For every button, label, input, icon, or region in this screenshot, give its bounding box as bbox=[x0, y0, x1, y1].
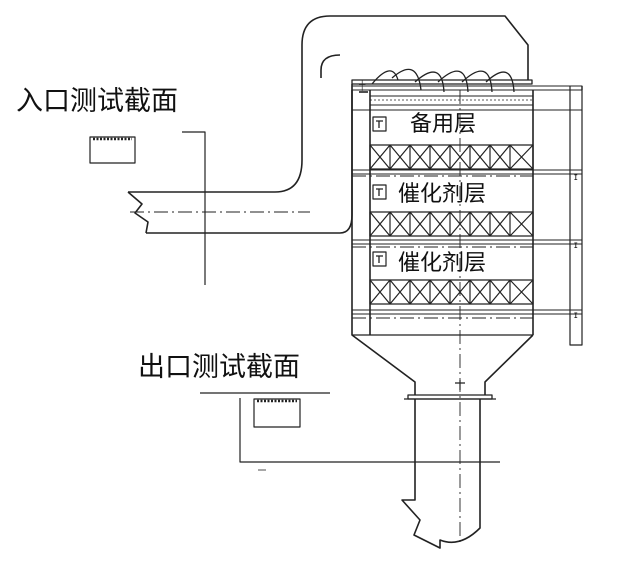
svg-text:ɪ: ɪ bbox=[574, 240, 578, 251]
svg-text:╪: ╪ bbox=[358, 79, 366, 91]
inlet-section-label: 入口测试截面 bbox=[16, 86, 178, 117]
reactor-body: ╪ bbox=[351, 79, 583, 545]
inlet-test-section-marker bbox=[89, 131, 206, 285]
catalyst-layer-2-label: 催化剂层 bbox=[398, 251, 487, 276]
outlet-hopper bbox=[351, 90, 534, 549]
catalyst-modules-row-3 bbox=[369, 279, 534, 305]
spare-layer-label: 备用层 bbox=[410, 112, 477, 137]
outlet-section-label: 出口测试截面 bbox=[138, 352, 300, 383]
catalyst-modules-row-2 bbox=[369, 211, 534, 237]
catalyst-layer-1-label: 催化剂层 bbox=[398, 182, 487, 207]
guide-vanes bbox=[371, 68, 515, 93]
catalyst-modules-row-1 bbox=[369, 144, 534, 170]
svg-text:ɪ: ɪ bbox=[574, 172, 578, 183]
outlet-test-section-marker bbox=[200, 392, 500, 471]
svg-text:ɪ: ɪ bbox=[574, 310, 578, 321]
